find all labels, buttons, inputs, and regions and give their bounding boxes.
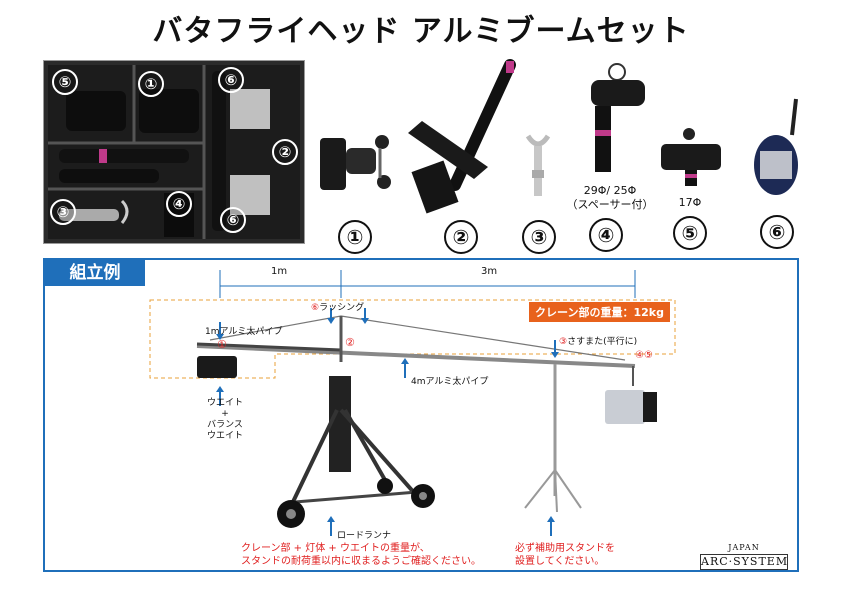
part-2-number: ②	[444, 220, 478, 254]
case-photo: ⑤ ① ⑥ ② ③ ④ ⑥	[43, 60, 305, 244]
part-4-label-text: 29Φ/ 25Φ （スペーサー付）	[566, 184, 654, 211]
part-3: ③	[518, 130, 558, 254]
photo-callout-2: ②	[272, 139, 298, 165]
head-number: ②	[345, 336, 355, 349]
end-number: ④⑤	[635, 350, 653, 361]
part-1-image	[320, 135, 391, 190]
note-left: クレーン部 + 灯体 + ウエイトの重量が、 スタンドの耐荷重以内に収まるようご…	[241, 542, 481, 568]
part-3-image	[525, 134, 551, 196]
photo-callout-5: ⑤	[52, 69, 78, 95]
part-4-image	[591, 63, 645, 172]
assembly-drawing	[149, 270, 676, 536]
part-5-image	[661, 128, 721, 186]
weight-label-3: ウエイト	[206, 431, 243, 441]
part-6-image	[754, 98, 798, 195]
part-1-number: ①	[338, 220, 372, 254]
dim-long: 3m	[481, 266, 498, 277]
weight-label-1: ウエイト	[206, 398, 243, 408]
part-5-number: ⑤	[673, 216, 707, 250]
part-5: 17Φ ⑤	[655, 122, 725, 250]
part-4-number: ④	[589, 218, 623, 252]
part-6-number: ⑥	[760, 215, 794, 249]
crane-weight-badge: クレーン部の重量：12kg	[529, 302, 670, 322]
photo-callout-3: ③	[50, 199, 76, 225]
weight-label-2: バランス	[207, 420, 243, 430]
note-right: 必ず補助用スタンドを 設置してください。	[515, 542, 615, 568]
road-runner-label: ロードランナ	[337, 531, 392, 541]
lashing-number: ⑥	[311, 303, 320, 313]
part-2-image	[408, 59, 516, 214]
pipe-1m-label: 1mアルミ太パイプ	[205, 327, 283, 337]
page-title: バタフライヘッド アルミブームセット	[152, 14, 690, 49]
lashing-label: ⑥ラッシング	[311, 300, 364, 313]
part-4-label: 29Φ/ 25Φ （スペーサー付）	[565, 184, 655, 212]
note-right-line-2: 設置してください。	[515, 556, 605, 567]
assembly-title: 組立例	[45, 260, 145, 286]
logo-top: JAPAN	[728, 543, 760, 552]
assembly-example-panel: 組立例	[43, 258, 799, 572]
part-1: ①	[310, 120, 400, 254]
photo-callout-4: ④	[166, 191, 192, 217]
note-right-line-1: 必ず補助用スタンドを	[515, 543, 615, 554]
photo-callout-6b: ⑥	[220, 207, 246, 233]
note-left-line-2: スタンドの耐荷重以内に収まるようご確認ください。	[241, 556, 481, 567]
logo-name: ARC·SYSTEM	[700, 554, 789, 570]
arc-system-logo: JAPAN ARC·SYSTEM	[700, 543, 788, 571]
photo-callout-6a: ⑥	[218, 67, 244, 93]
clamp-number: ③	[559, 337, 568, 347]
clamp-label: ③さすまた(平行に)	[559, 334, 637, 347]
part-6: ⑥	[748, 95, 808, 250]
weight-label-plus: +	[221, 409, 229, 419]
photo-callout-1: ①	[138, 71, 164, 97]
clamp-text: さすまた(平行に)	[567, 337, 638, 347]
weight-label: ウエイト + バランス ウエイト	[205, 398, 245, 442]
part-5-label: 17Φ	[678, 196, 702, 209]
part-4: 29Φ/ 25Φ （スペーサー付） ④	[565, 58, 655, 252]
lashing-text: ラッシング	[319, 303, 365, 313]
pipe-4m-label: 4mアルミ太パイプ	[411, 377, 489, 387]
part-2: ②	[400, 55, 520, 254]
part-3-number: ③	[522, 220, 556, 254]
pipe-1m-number: ①	[217, 338, 227, 351]
note-left-line-1: クレーン部 + 灯体 + ウエイトの重量が、	[241, 543, 430, 554]
dim-short: 1m	[271, 266, 288, 277]
